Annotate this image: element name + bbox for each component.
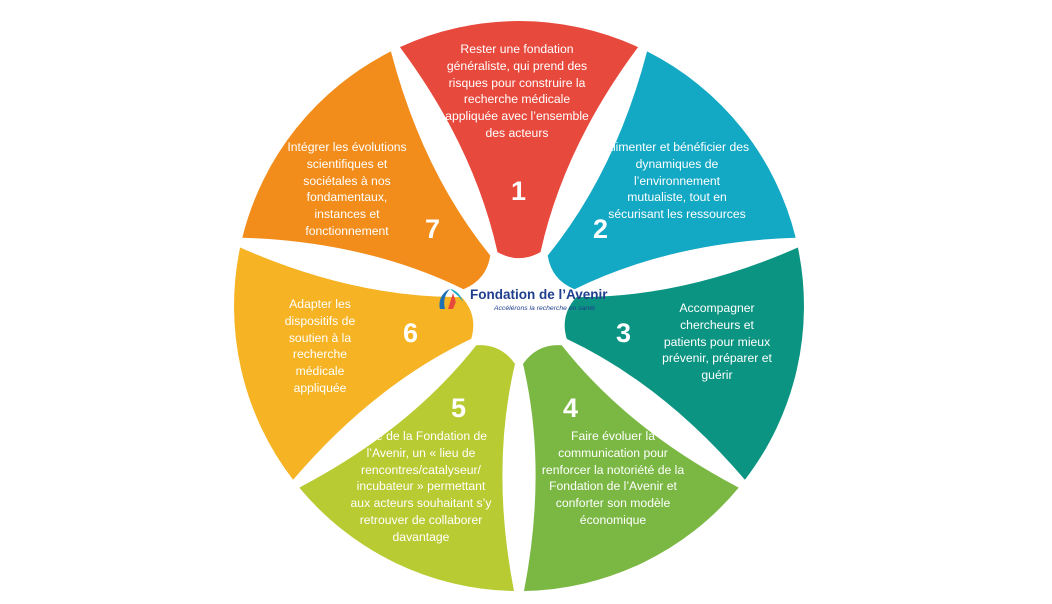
segment-5-text: Faire de la Fondation de l’Avenir, un « …	[350, 429, 492, 544]
logo-mark-icon	[439, 289, 463, 309]
segment-7-text: Intégrer les évolutions scientifiques et…	[287, 140, 407, 238]
logo-name: Fondation de l’Avenir	[470, 287, 608, 302]
segment-6-number: 6	[403, 318, 419, 348]
segment-1-text: Rester une fondation généraliste, qui pr…	[445, 42, 589, 140]
logo: Fondation de l’Avenir Accélérons la rech…	[436, 285, 608, 319]
segment-5-shape	[299, 345, 515, 591]
segment-2-shape	[547, 51, 796, 290]
segment-7-number: 7	[425, 214, 441, 244]
segment-2-text: Alimenter et bénéficier des dynamiques d…	[604, 140, 750, 222]
segment-4-shape	[523, 345, 739, 591]
segment-3-text: Accompagner chercheurs et patients pour …	[662, 301, 772, 383]
segment-6-text: Adapter les dispositifs de soutien à la …	[284, 297, 356, 395]
segment-2-number: 2	[593, 214, 609, 244]
segment-3-shape	[564, 247, 804, 480]
segment-4-number: 4	[563, 393, 579, 423]
segment-4-text: Faire évoluer la communication pour renf…	[541, 429, 685, 527]
segment-6-shape	[234, 247, 474, 480]
logo-tagline: Accélérons la recherche en santé	[494, 305, 595, 312]
segment-5-number: 5	[451, 393, 467, 423]
segment-1-shape	[399, 21, 639, 259]
segment-3-number: 3	[616, 318, 632, 348]
segment-1-number: 1	[511, 176, 527, 206]
segment-7-shape	[242, 51, 491, 290]
